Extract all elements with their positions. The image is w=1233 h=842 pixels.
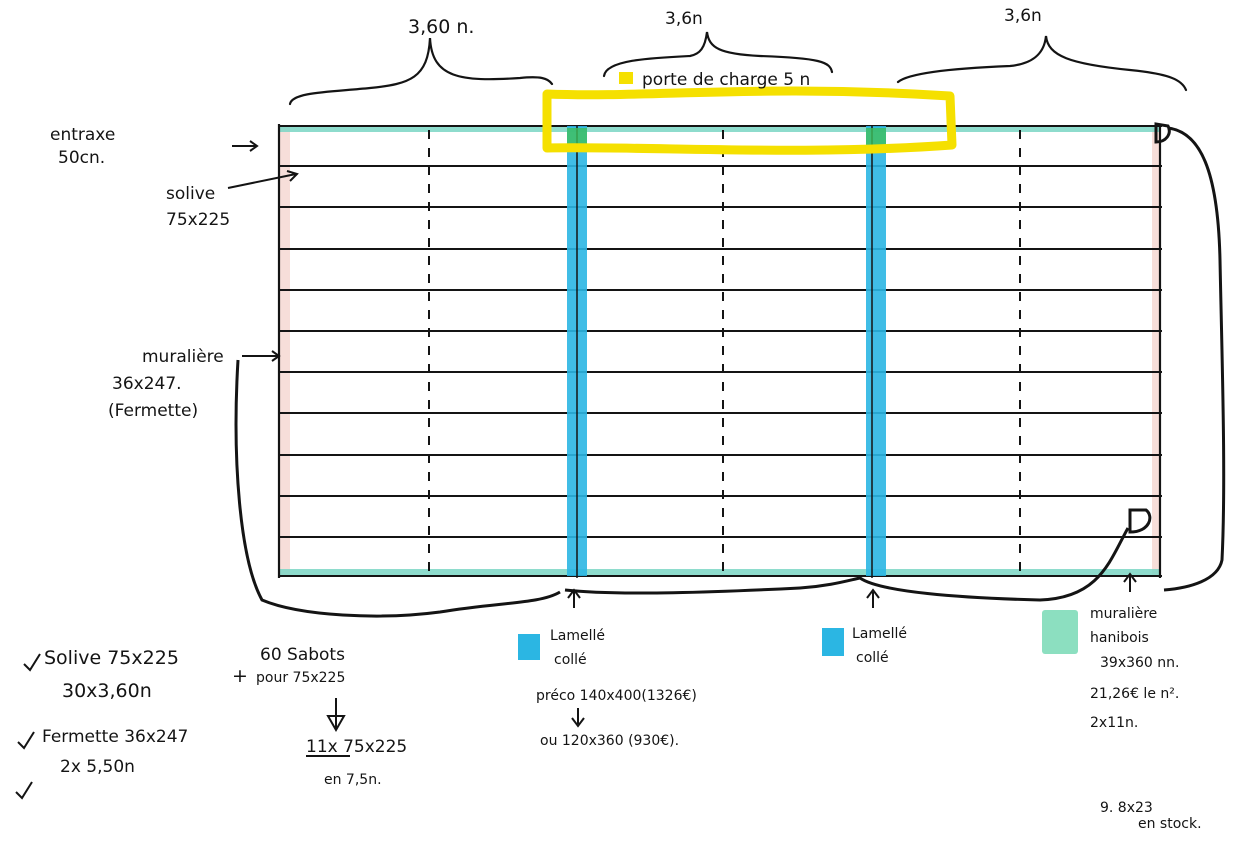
- dimension-right-label: 3,6n: [1004, 6, 1042, 26]
- joist-lines: [278, 125, 1162, 577]
- check-mark-2: [17, 731, 35, 750]
- dashed-dividers: [428, 130, 1021, 576]
- dimension-middle-label: 3,6n: [665, 9, 703, 29]
- muraliere-label-2: 36x247.: [112, 374, 182, 394]
- mur-hani-label-2: hanibois: [1090, 630, 1149, 646]
- preco-arrow: [571, 708, 585, 728]
- glulam-beam-right: [866, 126, 886, 576]
- check-mark-1: [23, 653, 41, 672]
- sabots-note-2: pour 75x225: [256, 670, 345, 686]
- pink-left-edge: [280, 126, 290, 576]
- yellow-legend-swatch: [619, 72, 633, 84]
- solive-note-1: Solive 75x225: [44, 647, 179, 669]
- teal-bottom-beam: [280, 569, 1160, 576]
- fermette-note-1: Fermette 36x247: [42, 727, 188, 747]
- connector-loop-right: [1163, 126, 1226, 592]
- connector-loop-left: [234, 359, 561, 618]
- muraliere-hanibois-swatch: [1042, 610, 1078, 654]
- sabots-note-1: 60 Sabots: [260, 645, 345, 665]
- connector-cap-top: [1154, 122, 1171, 144]
- arrow-up-right-beam: [866, 588, 880, 608]
- solive-arrow: [227, 170, 299, 189]
- solive-note-2: 30x3,60n: [62, 680, 152, 702]
- porte-charge-label: porte de charge 5 n: [642, 70, 810, 90]
- solive-label-1: solive: [166, 184, 215, 204]
- brace-right: [896, 35, 1188, 92]
- lamelle-left-swatch: [518, 634, 540, 660]
- pink-right-edge: [1152, 126, 1161, 576]
- preco-line-2: ou 120x360 (930€).: [540, 733, 679, 749]
- connector-cap-bottom: [1128, 508, 1152, 534]
- lamelle-right-label-1: Lamellé: [852, 626, 907, 642]
- yellow-outline: [542, 86, 957, 155]
- arrow-up-muraliere: [1123, 572, 1137, 592]
- fermette-note-2: 2x 5,50n: [60, 757, 135, 777]
- muraliere-arrow: [242, 350, 281, 362]
- entraxe-arrow: [232, 140, 259, 152]
- entraxe-label-1: entraxe: [50, 125, 115, 145]
- brace-middle: [602, 31, 834, 78]
- stock-note-1: 9. 8x23: [1100, 800, 1153, 816]
- teal-top-beam: [280, 125, 1160, 132]
- plus-sign: +: [232, 665, 248, 687]
- solive-label-2: 75x225: [166, 210, 230, 230]
- dimension-braces: [288, 31, 1188, 106]
- preco-line-1: préco 140x400(1326€): [536, 688, 697, 704]
- arrow-up-left-beam: [567, 588, 581, 608]
- connector-loop-bottom: [564, 527, 1130, 602]
- entraxe-label-2: 50cn.: [58, 148, 105, 168]
- mur-hani-label-5: 2x11n.: [1090, 715, 1138, 731]
- lamelle-left-label-1: Lamellé: [550, 628, 605, 644]
- lamelle-left-label-2: collé: [554, 652, 587, 668]
- sabots-arrow: [326, 698, 346, 733]
- lamelle-right-swatch: [822, 628, 844, 656]
- mur-hani-label-1: muralière: [1090, 606, 1157, 622]
- muraliere-label-3: (Fermette): [108, 401, 198, 421]
- dimension-left-label: 3,60 n.: [408, 16, 474, 38]
- brace-left: [288, 37, 554, 106]
- mur-hani-label-3: 39x360 nn.: [1100, 655, 1179, 671]
- alt-note-2: en 7,5n.: [324, 772, 382, 788]
- mur-hani-label-4: 21,26€ le n².: [1090, 686, 1179, 702]
- porte-charge-highlight: porte de charge 5 n: [542, 70, 957, 155]
- lamelle-right-label-2: collé: [856, 650, 889, 666]
- alt-note-1: 11x 75x225: [306, 737, 407, 757]
- check-mark-3: [15, 781, 33, 800]
- stock-note-2: en stock.: [1138, 816, 1202, 832]
- muraliere-label-1: muralière: [142, 347, 224, 367]
- floor-plan: [277, 124, 1162, 578]
